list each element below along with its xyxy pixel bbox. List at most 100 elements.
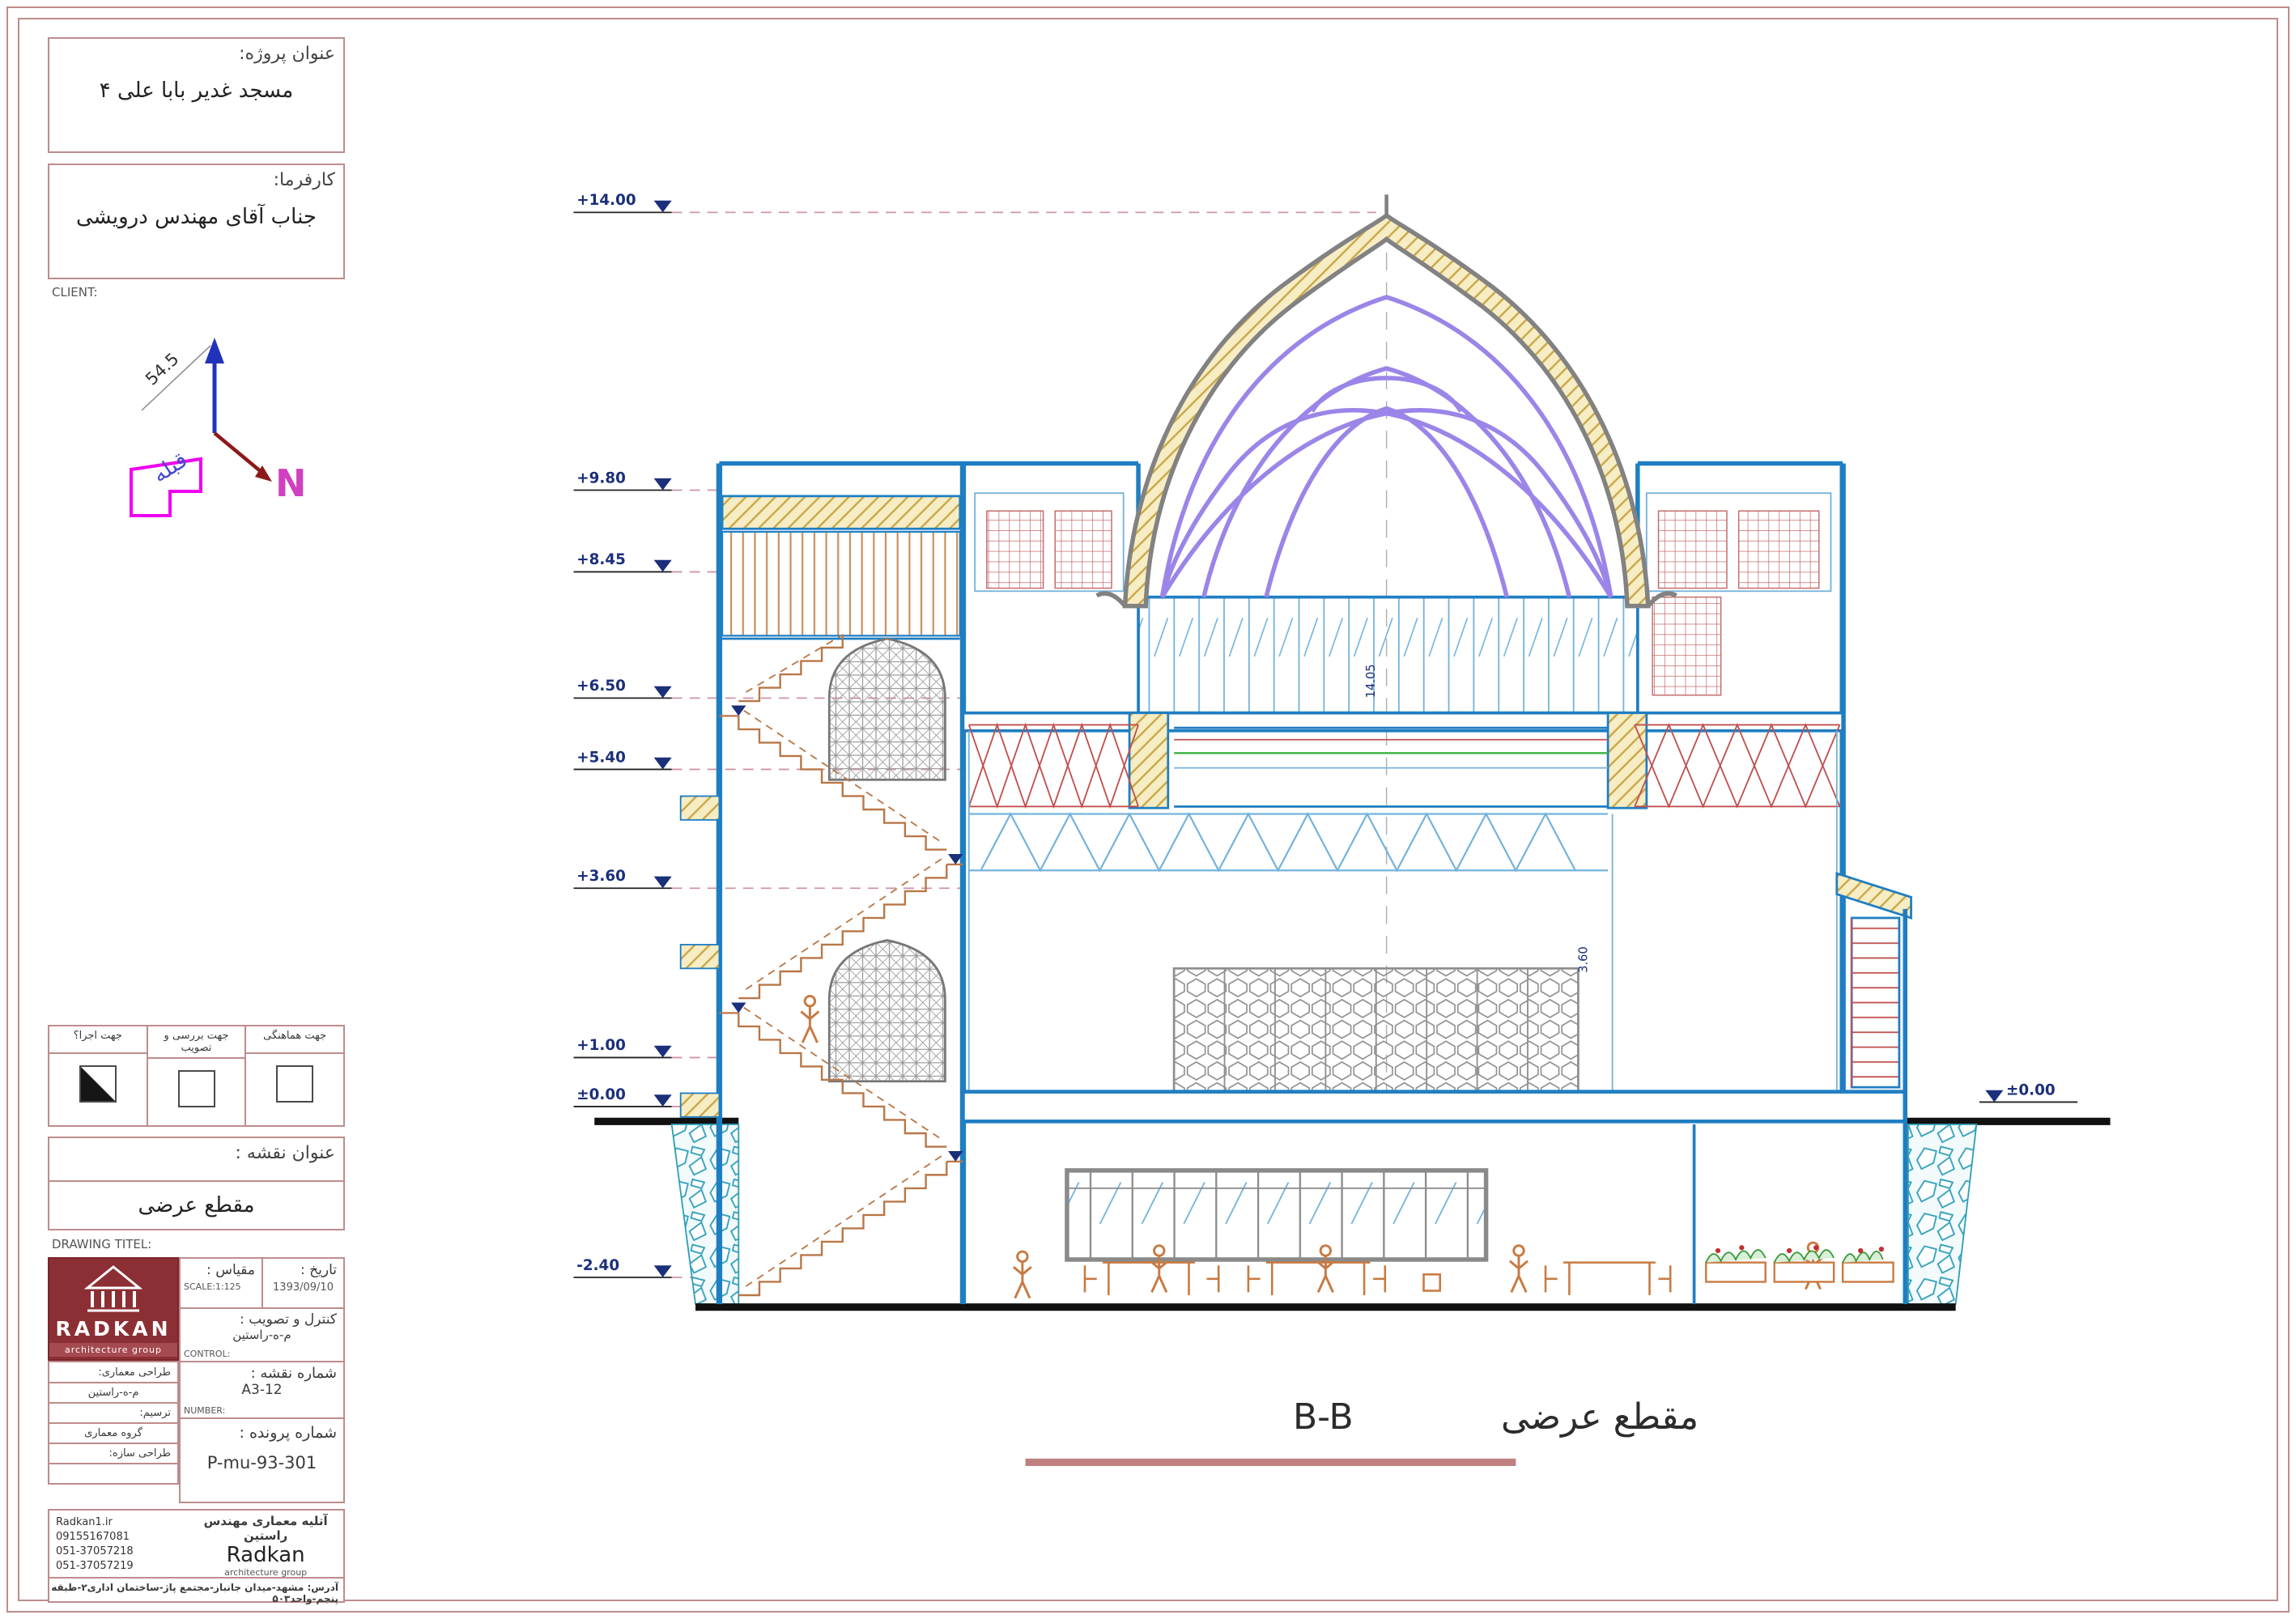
north-angle: 54.5 [142, 349, 183, 389]
date-label: تاریخ : [300, 1262, 337, 1278]
interior-dimensions: 14.05 3.60 [1364, 664, 1590, 972]
credit-arch-label: طراحی معماری: [98, 1366, 171, 1379]
ornate-window [827, 939, 946, 1083]
client-name: جناب آقای مهندس درویشی [76, 205, 317, 229]
credit-structure-label: طراحی سازه: [108, 1447, 171, 1460]
scale-label: مقیاس : [206, 1262, 255, 1278]
staircase [719, 634, 963, 1297]
footer-phone: 051-37057219 [56, 1560, 134, 1572]
control-box: کنترل و تصویب : م-ه-راستین CONTROL: [179, 1307, 345, 1362]
svg-text:+14.00: +14.00 [576, 192, 636, 209]
control-value: م-ه-راستین [232, 1328, 291, 1342]
approval-coordination: جهت هماهنگی [244, 1026, 344, 1125]
approval-execution-label: جهت اجرا؟ [49, 1026, 147, 1054]
caption-underline [1025, 1458, 1516, 1467]
elevation-marker-right: ±0.00 [1979, 1081, 2078, 1103]
control-label-en: CONTROL: [184, 1349, 231, 1359]
credit-draft-label: ترسیم: [139, 1407, 171, 1419]
approval-review-checkbox[interactable] [177, 1070, 215, 1107]
credit-arch-label-box: طراحی معماری: [48, 1361, 179, 1383]
scale-value: SCALE:1:125 [184, 1281, 241, 1292]
svg-text:±0.00: ±0.00 [576, 1086, 626, 1103]
client-label-en: CLIENT: [52, 285, 98, 300]
credit-draft-value-box: گروه معماری [48, 1422, 179, 1444]
radkan-logo: RADKAN architecture group [48, 1257, 179, 1361]
project-name: مسجد غدیر بابا علی ۴ [99, 79, 294, 103]
project-label: عنوان پروژه: [239, 44, 335, 64]
approval-coordination-checkbox[interactable] [276, 1065, 314, 1103]
radkan-logo-icon [83, 1265, 143, 1312]
footer-box: Radkan1.ir 09155167081 051-37057218 051-… [48, 1509, 345, 1604]
person-on-stairs [799, 994, 820, 1044]
drawing-title-value: مقطع عرضی [138, 1193, 255, 1217]
elevation-marker: +5.40 [573, 749, 672, 771]
main-hall [961, 461, 1907, 1124]
approval-review-label: جهت بررسی و تصویب [147, 1026, 245, 1059]
drum-glazing [1137, 595, 1639, 715]
footer-brand: Radkan [226, 1543, 305, 1567]
footer-website[interactable]: Radkan1.ir [56, 1516, 113, 1528]
elevation-markers: +14.00 +9.80 +8.45 +6.50 +5.40 [573, 192, 2078, 1278]
sheet-number-en: NUMBER: [184, 1405, 226, 1416]
drawing-title-en: DRAWING TITEL: [52, 1237, 152, 1251]
svg-text:B-B: B-B [1293, 1396, 1354, 1438]
svg-text:3.60: 3.60 [1576, 946, 1590, 973]
elevation-marker: +14.00 [573, 192, 672, 214]
planters [1705, 1245, 1894, 1283]
north-letter: N [275, 461, 307, 505]
elevation-marker: +6.50 [573, 678, 672, 699]
file-number-label: شماره پرونده : [239, 1424, 337, 1442]
stair-tower [679, 461, 1139, 1305]
radkan-logo-name: RADKAN [55, 1317, 172, 1341]
basement [1012, 1124, 1894, 1305]
sheet-number-box: شماره نقشه : A3-12 NUMBER: [179, 1361, 345, 1419]
date-value: 1393/09/10 [273, 1281, 334, 1294]
elevation-marker: ±0.00 [573, 1086, 672, 1107]
scale-box: مقیاس : SCALE:1:125 [179, 1257, 263, 1309]
drawing-caption: B-B مقطع عرضی [1025, 1396, 1699, 1467]
footer-mobile: 09155167081 [56, 1531, 130, 1543]
elevation-marker: -2.40 [573, 1257, 672, 1278]
credit-draft-value: گروه معماری [84, 1427, 142, 1439]
file-number-box: شماره پرونده : P-mu-93-301 [179, 1417, 345, 1503]
approval-review: جهت بررسی و تصویب [146, 1026, 245, 1125]
drawing-title-value-box: مقطع عرضی [48, 1180, 345, 1230]
svg-text:14.05: 14.05 [1364, 664, 1378, 698]
drawing-title-label-box: عنوان نقشه : [48, 1137, 345, 1182]
svg-text:+8.45: +8.45 [576, 551, 626, 568]
file-number-value: P-mu-93-301 [206, 1453, 317, 1472]
credit-structure-label-box: طراحی سازه: [48, 1443, 179, 1464]
truss-blue [968, 812, 1609, 873]
dome-section [1095, 194, 1677, 609]
approval-coordination-label: جهت هماهنگی [246, 1026, 344, 1054]
footer-fax: 051-37057218 [56, 1545, 134, 1557]
sheet-number-label: شماره نقشه : [250, 1365, 337, 1382]
project-box: عنوان پروژه: مسجد غدیر بابا علی ۴ [48, 37, 345, 153]
gallery-parapet [1174, 726, 1609, 808]
svg-text:+9.80: +9.80 [576, 470, 626, 487]
elevation-marker: +8.45 [573, 551, 672, 573]
svg-text:مقطع عرضی: مقطع عرضی [1501, 1396, 1699, 1438]
credit-arch-value-box: م-ه-راستین [48, 1382, 179, 1404]
approval-execution-checkbox[interactable] [79, 1065, 117, 1103]
elevation-marker: +9.80 [573, 470, 672, 491]
landing-markers [731, 705, 963, 1162]
date-box: تاریخ : 1393/09/10 [261, 1257, 345, 1309]
qibla-label: قبله [148, 448, 192, 488]
radkan-logo-subtitle: architecture group [49, 1343, 177, 1357]
svg-text:+3.60: +3.60 [576, 868, 626, 885]
svg-text:-2.40: -2.40 [576, 1257, 619, 1274]
north-arrow [205, 338, 224, 433]
elevation-marker: +1.00 [573, 1037, 672, 1059]
north-qibla-figure: 54.5 N قبله [130, 338, 307, 517]
lattice-screen [1172, 967, 1580, 1094]
sheet-number-value: A3-12 [241, 1382, 283, 1398]
svg-text:+6.50: +6.50 [576, 678, 626, 695]
footer-brand-sub: architecture group [224, 1567, 308, 1578]
client-box: کارفرما: جناب آقای مهندس درویشی [48, 164, 345, 279]
drawing-title-label: عنوان نقشه : [235, 1143, 335, 1163]
right-annex [1835, 872, 1912, 1305]
approvals-box: جهت اجرا؟ جهت بررسی و تصویب جهت هماهنگی [48, 1025, 345, 1127]
